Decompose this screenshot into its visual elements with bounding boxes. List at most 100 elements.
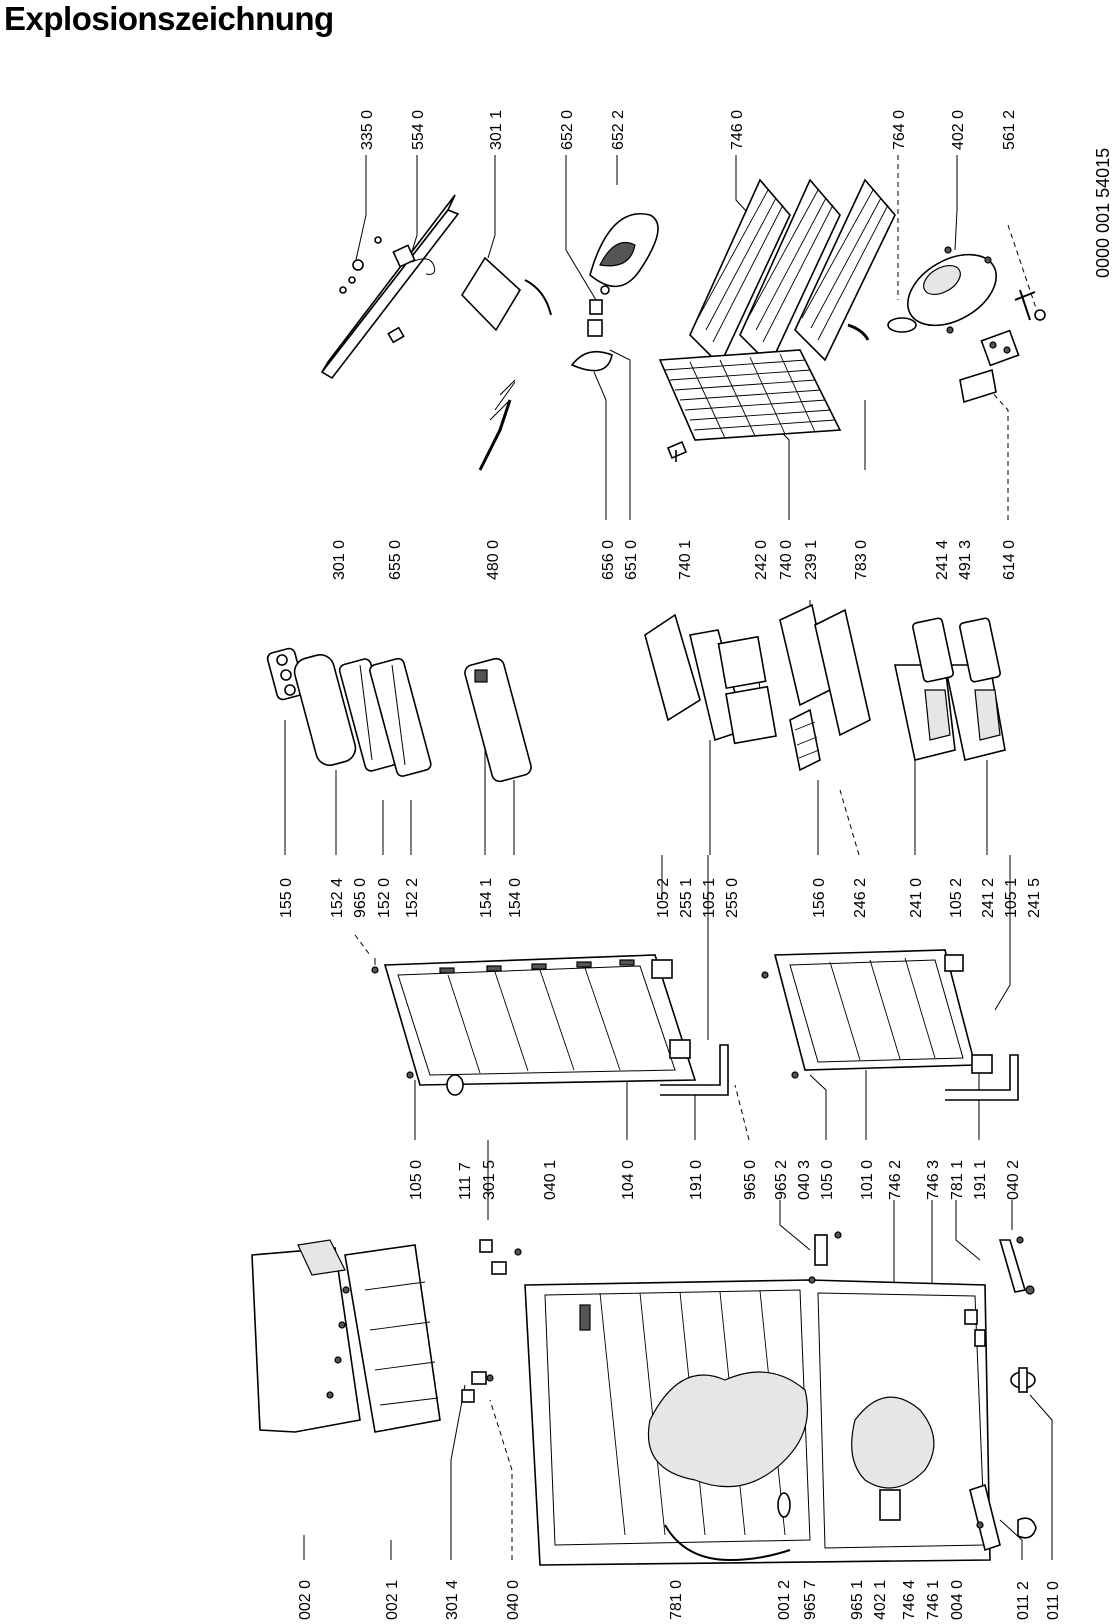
- light-cover: [460, 256, 522, 332]
- label-241-0: 241 0: [908, 878, 925, 918]
- label-965-2: 965 2: [773, 1160, 790, 1200]
- freezer-door-screws: [761, 971, 799, 1079]
- label-491-3: 491 3: [957, 540, 974, 580]
- fridge-door-hinge-top: [651, 959, 691, 1059]
- compressor-clip: [1014, 289, 1046, 321]
- label-105-2b: 105 2: [948, 878, 965, 918]
- door-screws-top: [371, 958, 414, 1079]
- page-title: Explosionszeichnung: [4, 0, 334, 37]
- label-246-2: 246 2: [852, 878, 869, 918]
- bottle-shelf-cover: [293, 654, 357, 766]
- document-number: 0000 001 54015: [1093, 148, 1113, 278]
- drain-tee: [666, 440, 688, 462]
- label-781-0: 781 0: [668, 1580, 685, 1620]
- label-002-0: 002 0: [297, 1580, 314, 1620]
- foot-cap: [1017, 1517, 1037, 1539]
- label-764-0: 764 0: [891, 110, 908, 150]
- lamp-socket: [387, 326, 405, 344]
- bottom-hinge: [998, 1236, 1035, 1295]
- crisper-cover-241-5: [959, 617, 1001, 683]
- label-101-0: 101 0: [859, 1160, 876, 1200]
- label-152-0: 152 0: [376, 878, 393, 918]
- lower-middle-part-labels: 105 0 111 7 301 5 040 1 104 0 191 0 965 …: [408, 1160, 1022, 1200]
- freezer-clip: [964, 1309, 986, 1347]
- label-002-1: 002 1: [384, 1580, 401, 1620]
- label-040-0: 040 0: [505, 1580, 522, 1620]
- door-gasket-781: [664, 1524, 791, 1562]
- freezer-door-handle: [945, 1054, 1019, 1101]
- label-965-1: 965 1: [849, 1580, 866, 1620]
- fridge-door: [383, 954, 697, 1086]
- thermostat-knob: [392, 244, 436, 275]
- label-746-0: 746 0: [729, 110, 746, 150]
- middle-hinge-965: [808, 1231, 842, 1284]
- label-746-2: 746 2: [887, 1160, 904, 1200]
- crisper-cover-241-4: [912, 617, 954, 683]
- label-301-0: 301 0: [331, 540, 348, 580]
- label-655-0: 655 0: [387, 540, 404, 580]
- label-242-0: 242 0: [753, 540, 770, 580]
- kick-plate: [969, 1483, 1001, 1552]
- thermostat-housing: [879, 1489, 901, 1521]
- label-152-2: 152 2: [404, 878, 421, 918]
- label-111-7: 111 7: [457, 1162, 474, 1200]
- capillary-tube: [847, 323, 870, 341]
- fan-motor: [570, 299, 613, 372]
- control-panel-strip: [320, 194, 460, 380]
- fridge-door-handle: [660, 1044, 729, 1096]
- label-746-3: 746 3: [925, 1160, 942, 1200]
- label-561-2: 561 2: [1001, 110, 1018, 150]
- label-651-0: 651 0: [623, 540, 640, 580]
- label-239-1: 239 1: [803, 540, 820, 580]
- freezer-shelf-246: [814, 608, 871, 737]
- label-255-1: 255 1: [678, 878, 695, 918]
- label-191-1: 191 1: [972, 1160, 989, 1200]
- label-011-0: 011 0: [1045, 1581, 1062, 1620]
- label-480-0: 480 0: [485, 540, 502, 580]
- label-040-2: 040 2: [1005, 1160, 1022, 1200]
- label-652-0: 652 0: [559, 110, 576, 150]
- label-335-0: 335 0: [359, 110, 376, 150]
- compressor: [907, 246, 997, 334]
- label-154-0: 154 0: [507, 878, 524, 918]
- middle-row-part-labels: 301 0 655 0 480 0 656 0 651 0 740 1 242 …: [331, 540, 1018, 580]
- label-554-0: 554 0: [410, 110, 427, 150]
- cabinet-body: [524, 1279, 991, 1566]
- label-255-0: 255 0: [724, 878, 741, 918]
- door-shelf-152-2: [369, 657, 432, 777]
- freezer-door-hinge: [944, 954, 993, 1074]
- wire-harness: [478, 379, 516, 471]
- label-740-0: 740 0: [778, 540, 795, 580]
- label-783-0: 783 0: [853, 540, 870, 580]
- label-614-0: 614 0: [1001, 540, 1018, 580]
- drain-plug-001: [777, 1492, 791, 1518]
- label-040-1: 040 1: [542, 1160, 559, 1200]
- label-402-1: 402 1: [872, 1580, 889, 1620]
- label-156-0: 156 0: [811, 878, 828, 918]
- crisper-drawer-241-0: [894, 664, 956, 761]
- label-746-1: 746 1: [925, 1580, 942, 1620]
- label-402-0: 402 0: [950, 110, 967, 150]
- bottom-part-labels: 002 0 002 1 301 4 040 0 781 0 001 2 965 …: [297, 1580, 1062, 1620]
- label-965-7: 965 7: [802, 1580, 819, 1620]
- evaporator-grids: [689, 178, 896, 367]
- label-004-0: 004 0: [949, 1580, 966, 1620]
- glass-shelf-upper: [644, 613, 701, 722]
- label-965-0: 965 0: [352, 878, 369, 918]
- label-152-4: 152 4: [329, 878, 346, 918]
- label-105-0a: 105 0: [408, 1160, 425, 1200]
- cover-screws: [326, 1286, 350, 1399]
- label-191-0: 191 0: [688, 1160, 705, 1200]
- label-301-4: 301 4: [444, 1580, 461, 1620]
- egg-tray: [266, 647, 306, 701]
- hinge-brackets-301: [461, 1239, 522, 1403]
- label-241-4: 241 4: [934, 540, 951, 580]
- relay-cover: [959, 368, 997, 404]
- top-part-labels: 335 0 554 0 301 1 652 0 652 2 746 0 764 …: [359, 110, 1113, 278]
- ice-trays: [717, 635, 777, 745]
- label-740-1: 740 1: [677, 540, 694, 580]
- door-shelf-154-0: [464, 657, 532, 783]
- label-105-2a: 105 2: [655, 878, 672, 918]
- label-154-1: 154 1: [478, 878, 495, 918]
- label-105-1a: 105 1: [701, 878, 718, 918]
